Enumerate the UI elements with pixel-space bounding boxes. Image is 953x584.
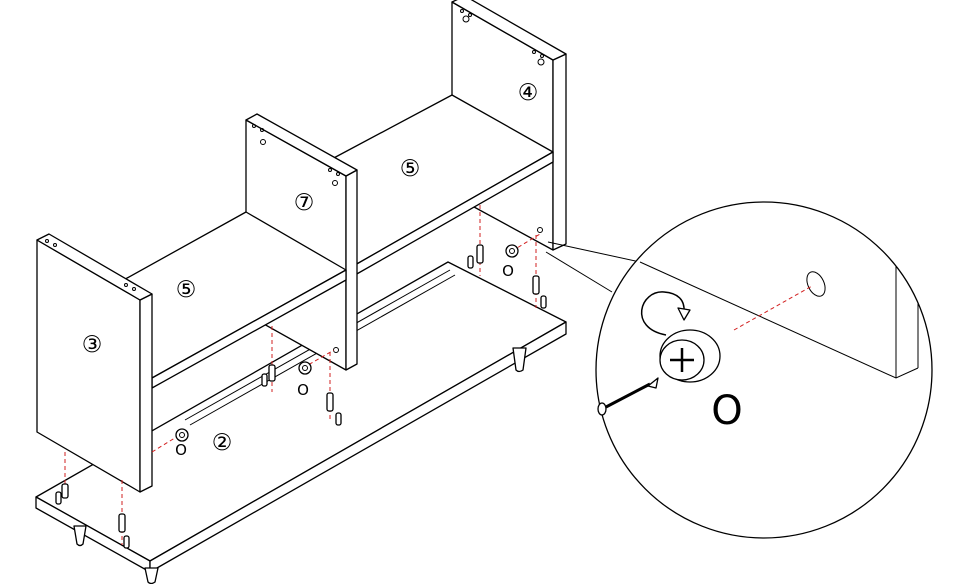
cam-lock-label-left: O [175,441,187,459]
cam-locks [175,244,519,442]
side-panel-left: ③ [36,233,153,493]
dowels-and-bolts: O O O [55,205,547,549]
detail-cam-lock [659,329,721,383]
shelf-right: ⑤ [329,94,554,276]
detail-cam-lock-label: O [711,388,742,434]
part-number-5-left: ⑤ [176,277,197,303]
cam-lock-label-right: O [502,262,514,280]
part-number-7: ⑦ [294,190,315,216]
part-number-5-right: ⑤ [400,156,421,182]
detail-callout-lines [545,241,641,293]
cam-lock-label-middle: O [297,381,309,399]
dowel-pins [55,244,547,549]
part-number-4: ④ [518,80,539,106]
detail-magnifier: O [595,201,933,539]
detail-bolt [597,377,659,416]
part-number-3: ③ [82,332,103,358]
part-number-2: ② [212,430,233,456]
base-panel [35,261,567,584]
